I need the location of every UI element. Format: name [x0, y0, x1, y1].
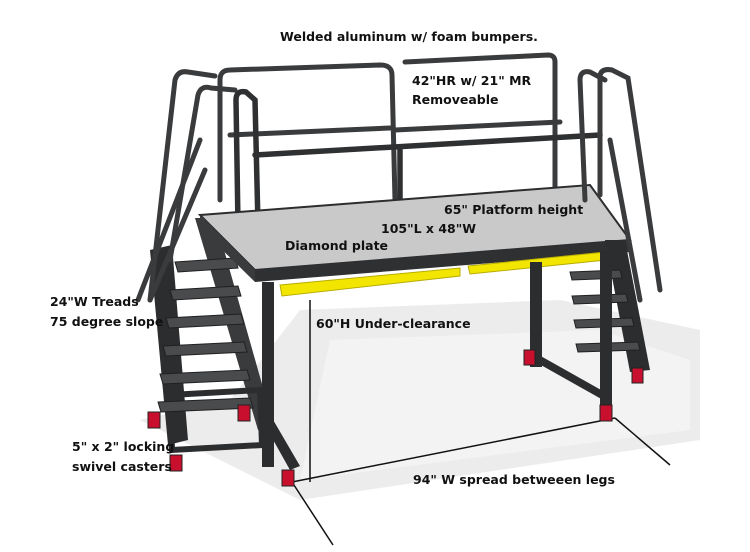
platform-deck-front	[255, 240, 630, 282]
caster-3	[169, 454, 183, 472]
caster-1	[147, 411, 161, 429]
front-guardrail	[233, 88, 603, 228]
left-stair-handrails	[135, 69, 238, 303]
platform-legs	[262, 250, 612, 470]
deck-surface-label: Diamond plate	[285, 238, 389, 253]
material-label: Welded aluminum w/ foam bumpers.	[280, 29, 538, 44]
handrail-label-line1: 42"HR w/ 21" MR	[412, 73, 532, 88]
leg-spread-line	[291, 417, 616, 483]
under-clearance-label: 60"H Under-clearance	[316, 316, 471, 331]
handrail-label-line2: Removeable	[412, 92, 499, 107]
bumper-left	[279, 267, 461, 297]
casters-label-line2: swivel casters	[72, 459, 172, 474]
treads-label-line1: 24"W Treads	[50, 294, 139, 309]
platform-height-label: 65" Platform height	[444, 202, 584, 217]
treads-label-line2: 75 degree slope	[50, 314, 164, 329]
caster-7	[599, 404, 613, 422]
floor-shadow-soft	[300, 330, 690, 480]
back-guardrail	[217, 52, 563, 203]
deck-size-label: 105"L x 48"W	[381, 221, 477, 236]
caster-4	[281, 469, 295, 487]
casters	[147, 349, 644, 487]
right-stair-handrails	[577, 67, 663, 303]
leg-spread-tick-right	[614, 417, 671, 466]
leg-spread-label: 94" W spread betweeen legs	[413, 472, 615, 487]
caster-5	[523, 349, 536, 366]
caster-6	[631, 367, 644, 384]
caster-2	[237, 404, 251, 422]
left-stair-treads	[157, 257, 254, 413]
leg-spread-tick-left	[291, 481, 334, 546]
casters-label-line1: 5" x 2" locking	[72, 439, 175, 454]
platform-deck-side	[200, 215, 255, 282]
